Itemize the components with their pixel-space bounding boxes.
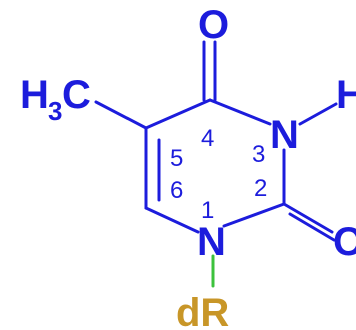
ring-bonds [94, 40, 338, 242]
ring-number-4: 4 [201, 125, 214, 152]
bond-c2-o-double-a [282, 202, 334, 234]
atom-n3: N [270, 113, 299, 157]
ring-number-6: 6 [170, 177, 183, 204]
ring-number-3: 3 [252, 141, 265, 168]
bond-c5-methyl [94, 100, 148, 130]
bond-c4-n3 [208, 98, 272, 126]
ring-number-1: 1 [201, 197, 214, 224]
bond-c6-n1 [144, 206, 200, 234]
atom-o-top: O [198, 3, 229, 47]
atom-sugar-dr: dR [176, 291, 229, 330]
bond-n1-c2 [222, 202, 286, 228]
ring-number-5: 5 [170, 145, 183, 172]
atom-methyl-h: H [20, 73, 49, 117]
atom-n1: N [197, 220, 226, 264]
bond-n3-h [298, 102, 338, 126]
bond-c2-o-double-b [288, 212, 336, 242]
bond-c4-c5 [144, 98, 212, 130]
atom-methyl-c: C [62, 73, 91, 117]
atom-h-n3: H [336, 73, 356, 117]
atom-o-right: O [333, 220, 356, 264]
atom-methyl-subscript: 3 [48, 96, 62, 126]
ring-number-2: 2 [254, 175, 267, 202]
